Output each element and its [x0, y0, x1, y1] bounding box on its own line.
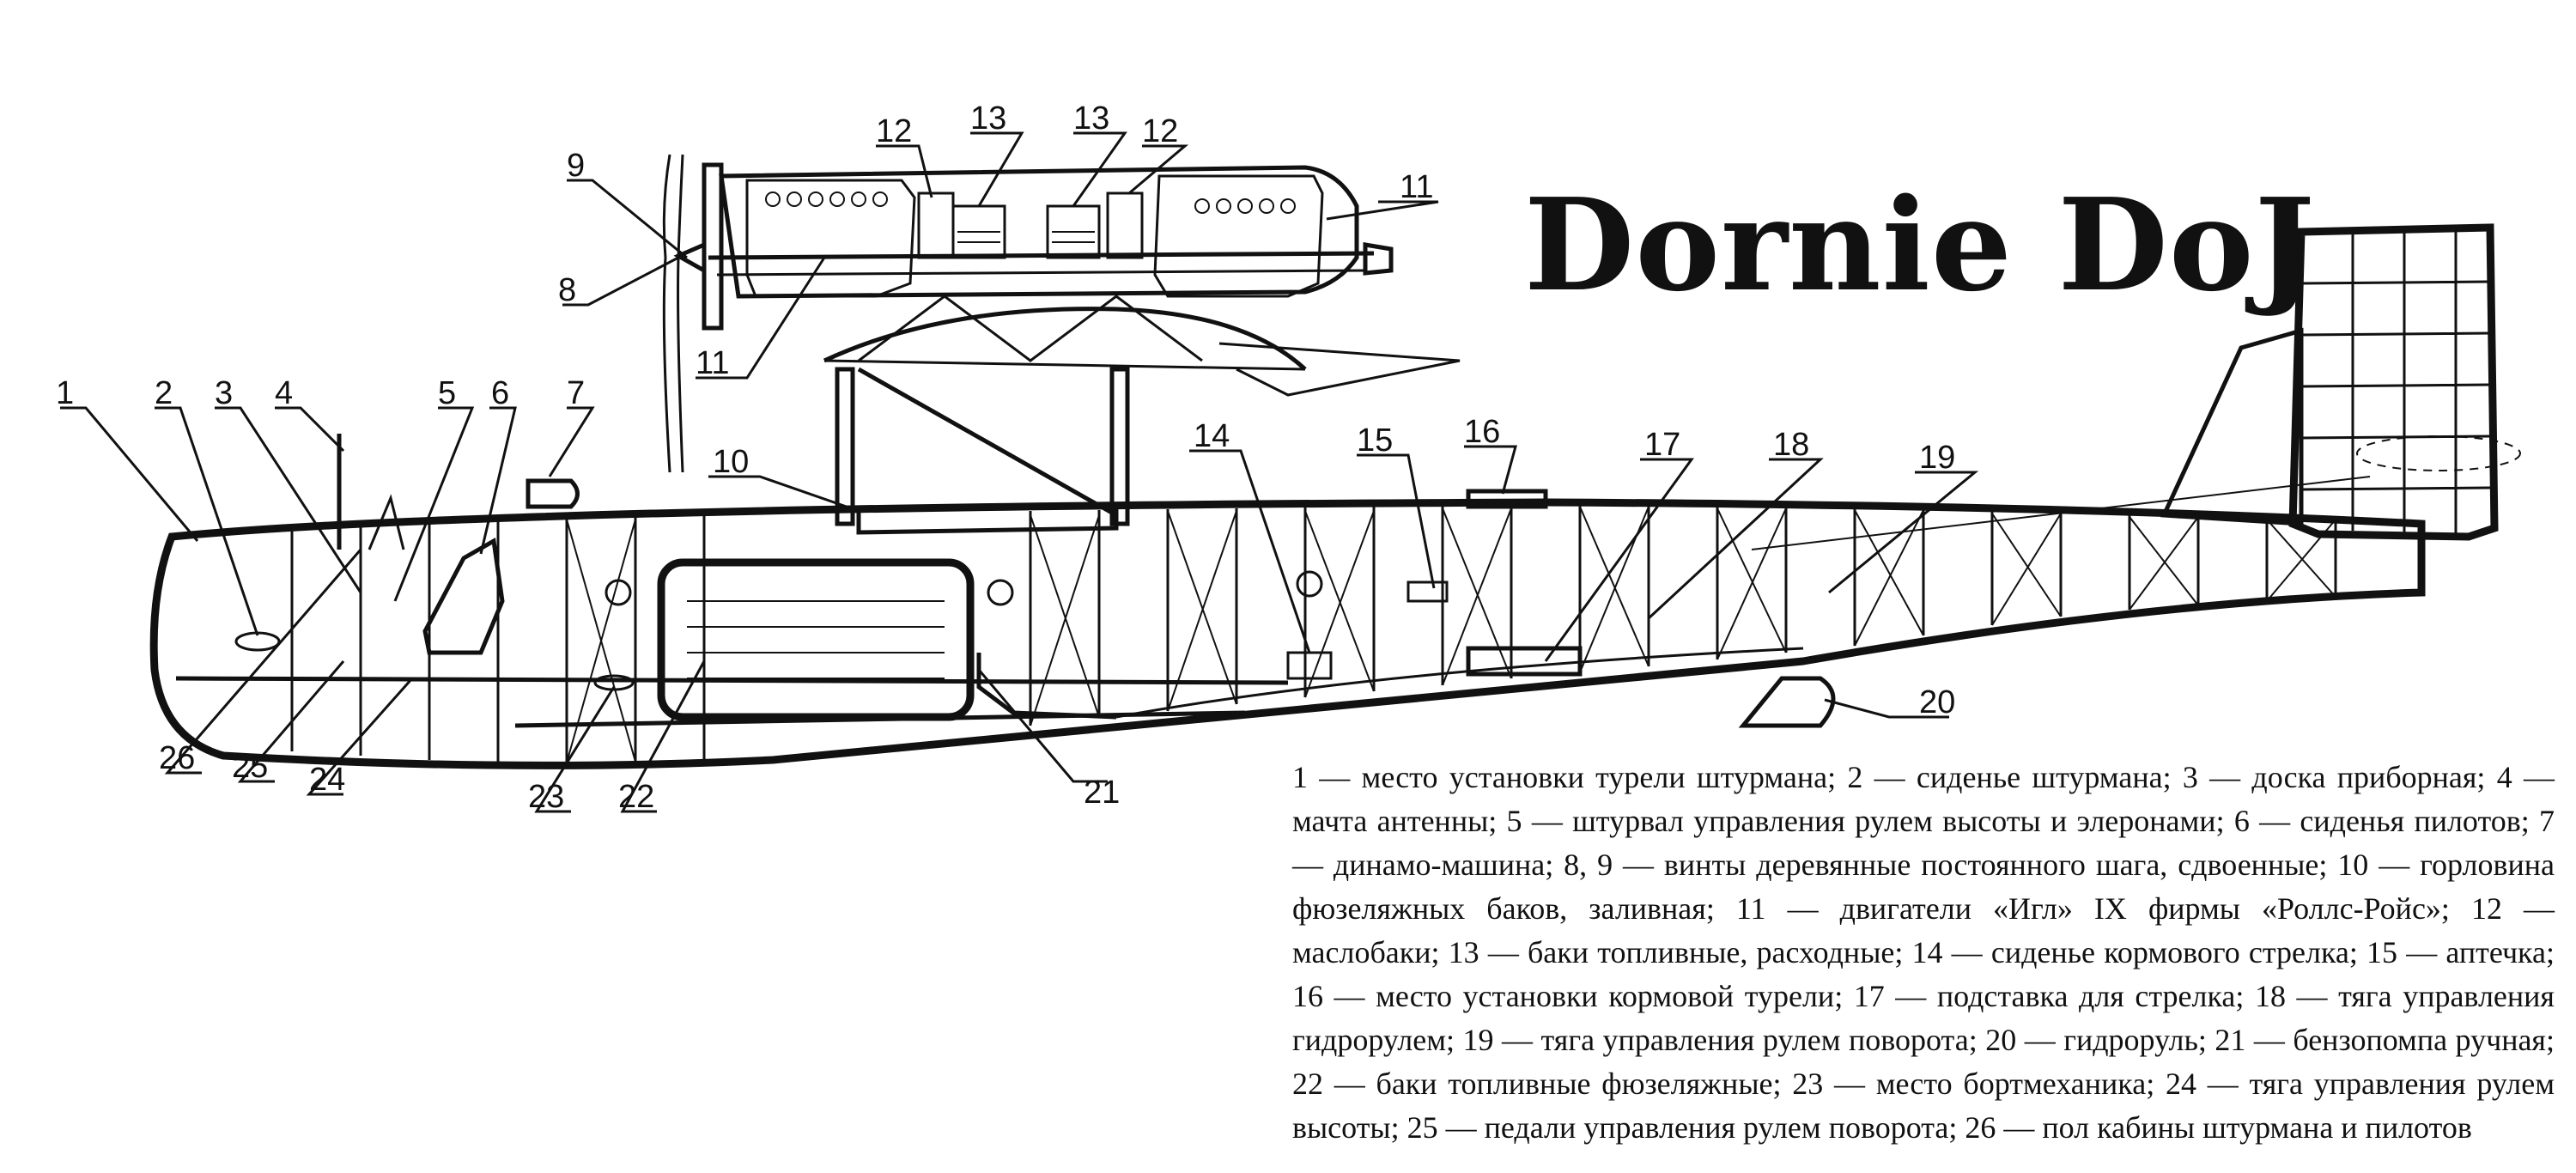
wing-struts	[823, 295, 1461, 526]
callout-13a: 13	[970, 100, 1006, 137]
callout-12a: 12	[876, 113, 912, 149]
hull-frames	[290, 505, 2337, 763]
callout-8: 8	[558, 272, 576, 308]
callout-11b: 11	[1400, 169, 1433, 205]
callout-9: 9	[567, 148, 585, 184]
callout-2: 2	[155, 375, 173, 411]
callout-7: 7	[567, 375, 585, 411]
hull	[149, 434, 2426, 769]
callout-6: 6	[491, 375, 509, 411]
callout-5: 5	[438, 375, 456, 411]
callout-22: 22	[618, 779, 654, 815]
callout-12b: 12	[1142, 113, 1178, 149]
callout-1: 1	[56, 375, 74, 411]
callout-26: 26	[159, 740, 195, 776]
tail	[1751, 223, 2521, 550]
callout-leaders	[60, 131, 1979, 813]
callout-13b: 13	[1073, 100, 1109, 137]
cylinder-dots	[765, 191, 1296, 214]
engine-nacelle	[662, 154, 1394, 473]
callout-4: 4	[275, 375, 293, 411]
callout-3: 3	[215, 375, 233, 411]
callout-19: 19	[1919, 440, 1955, 476]
callout-24: 24	[309, 762, 345, 798]
callout-15: 15	[1357, 422, 1393, 459]
drawing-title: Dornie DoJ	[1524, 170, 2316, 319]
callout-10: 10	[713, 444, 749, 480]
callout-17: 17	[1644, 427, 1680, 463]
callout-16: 16	[1464, 414, 1500, 450]
hull-bracing	[566, 506, 2336, 763]
callout-20: 20	[1919, 684, 1955, 720]
legend-text: 1 — место установки турели штурмана; 2 —…	[1292, 760, 2555, 1145]
callout-18: 18	[1773, 427, 1809, 463]
callout-14: 14	[1194, 418, 1230, 454]
callout-23: 23	[528, 779, 564, 815]
callout-11a: 11	[696, 345, 729, 381]
callout-21: 21	[1084, 775, 1120, 811]
callout-25: 25	[232, 749, 268, 785]
callout-numbers: 1 2 3 4 5 6 7 8 9 10 11 11 12 12 13 13 1…	[56, 100, 1955, 815]
